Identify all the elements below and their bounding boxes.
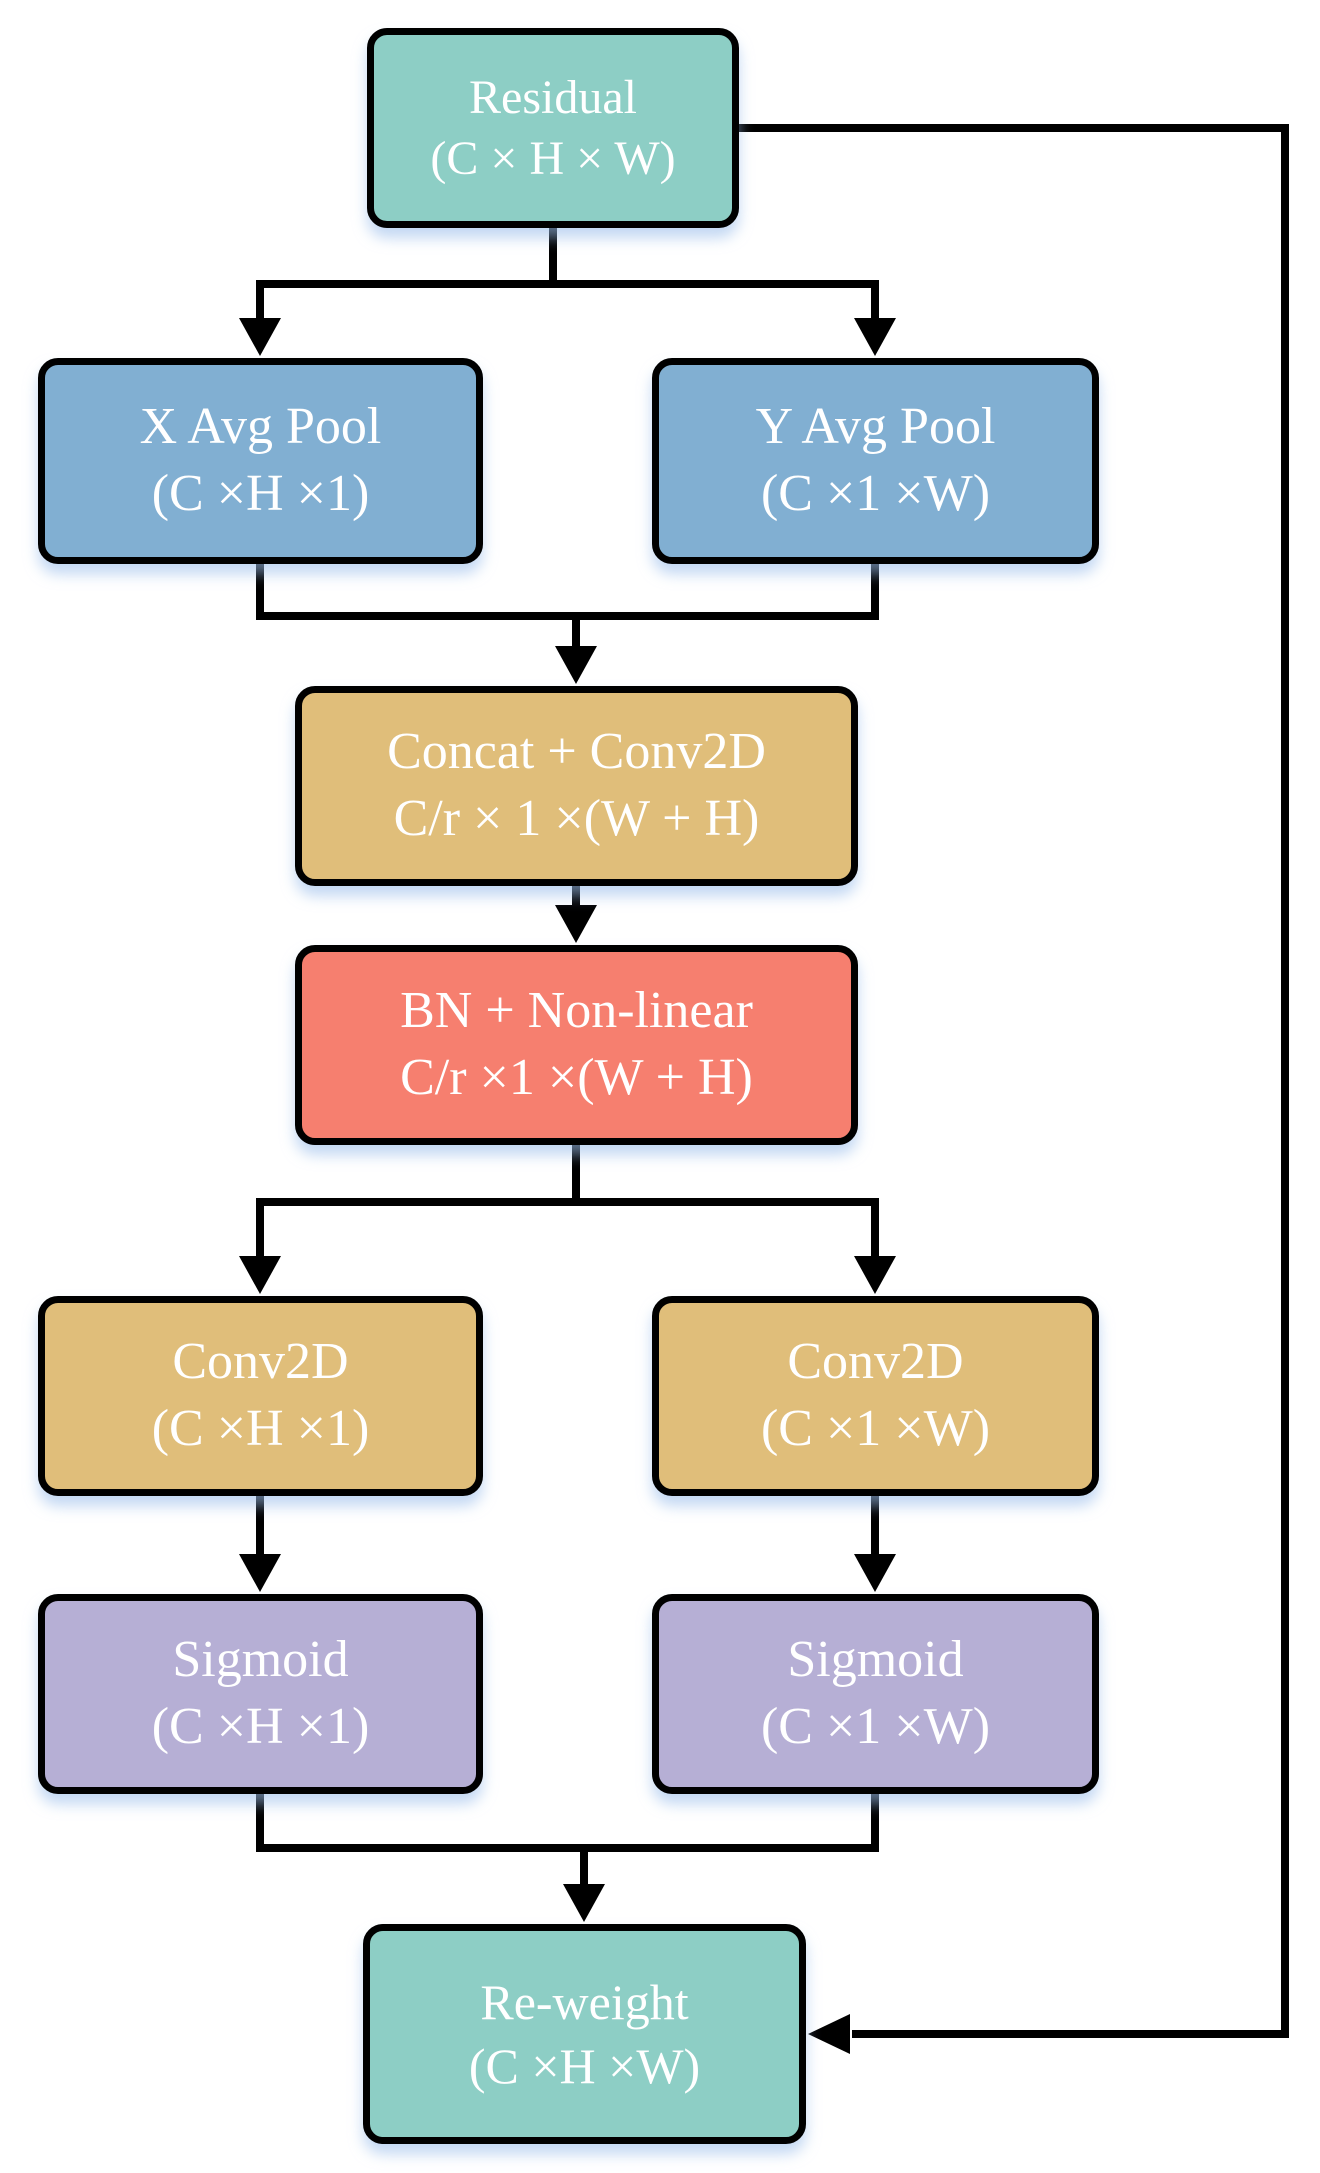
node-residual-label: Residual	[469, 70, 637, 124]
node-bn-nonlinear: BN + Non-linear C/r ×1 ×(W + H)	[295, 945, 858, 1145]
split-bar-top	[256, 280, 879, 322]
node-reweight: Re-weight (C ×H ×W)	[363, 1924, 806, 2144]
node-conv2d-x-dims: (C ×H ×1)	[151, 1400, 370, 1457]
node-concat-conv2d-dims: C/r × 1 ×(W + H)	[393, 790, 760, 847]
node-sigmoid-y-dims: (C ×1 ×W)	[760, 1698, 991, 1755]
arrowhead-feedback	[808, 2014, 850, 2054]
merge-bar-pools	[256, 562, 879, 620]
merge-bar-sigmoids	[256, 1792, 879, 1852]
node-y-avg-pool-dims: (C ×1 ×W)	[760, 465, 991, 522]
node-conv2d-y-dims: (C ×1 ×W)	[760, 1400, 991, 1457]
arrowhead-sigmoid-x	[239, 1554, 281, 1592]
node-y-avg-pool: Y Avg Pool (C ×1 ×W)	[652, 358, 1099, 564]
node-reweight-label: Re-weight	[480, 1974, 689, 2030]
edge-residual-split	[239, 226, 896, 356]
arrowhead-conv2d-x	[239, 1256, 281, 1294]
node-sigmoid-x-label: Sigmoid	[172, 1631, 349, 1689]
split-bar-bottom	[256, 1198, 879, 1260]
node-sigmoid-x: Sigmoid (C ×H ×1)	[38, 1594, 483, 1794]
node-y-avg-pool-label: Y Avg Pool	[755, 398, 996, 456]
edge-bn-split	[239, 1143, 896, 1294]
node-residual: Residual (C × H × W)	[367, 28, 739, 228]
arrowhead-bn	[555, 905, 597, 943]
arrowhead-sigmoid-y	[854, 1554, 896, 1592]
edge-pools-merge	[256, 562, 879, 684]
node-x-avg-pool-dims: (C ×H ×1)	[151, 465, 370, 522]
node-concat-conv2d-label: Concat + Conv2D	[387, 723, 766, 781]
node-residual-dims: (C × H × W)	[430, 132, 676, 185]
arrowhead-x-avg-pool	[239, 318, 281, 356]
node-x-avg-pool-label: X Avg Pool	[139, 398, 382, 456]
node-bn-nonlinear-label: BN + Non-linear	[400, 982, 753, 1040]
edge-conv-sigmoid	[239, 1494, 896, 1592]
node-reweight-dims: (C ×H ×W)	[468, 2038, 701, 2094]
edge-sigmoids-merge	[256, 1792, 879, 1922]
feedback-line	[737, 124, 1289, 2038]
node-sigmoid-y: Sigmoid (C ×1 ×W)	[652, 1594, 1099, 1794]
node-conv2d-x: Conv2D (C ×H ×1)	[38, 1296, 483, 1496]
edge-concat-bn	[555, 884, 597, 943]
arrowhead-y-avg-pool	[854, 318, 896, 356]
node-conv2d-x-label: Conv2D	[172, 1333, 349, 1391]
node-conv2d-y: Conv2D (C ×1 ×W)	[652, 1296, 1099, 1496]
node-sigmoid-y-label: Sigmoid	[787, 1631, 964, 1689]
arrowhead-concat	[555, 646, 597, 684]
arrowhead-reweight	[563, 1884, 605, 1922]
node-conv2d-y-label: Conv2D	[787, 1333, 964, 1391]
edge-residual-feedback	[737, 124, 1289, 2054]
node-sigmoid-x-dims: (C ×H ×1)	[151, 1698, 370, 1755]
node-concat-conv2d: Concat + Conv2D C/r × 1 ×(W + H)	[295, 686, 858, 886]
arrowhead-conv2d-y	[854, 1256, 896, 1294]
node-bn-nonlinear-dims: C/r ×1 ×(W + H)	[400, 1049, 753, 1106]
node-x-avg-pool: X Avg Pool (C ×H ×1)	[38, 358, 483, 564]
